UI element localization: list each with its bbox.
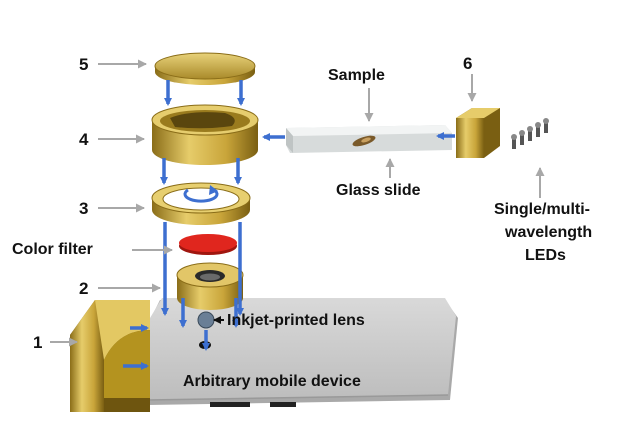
label-inkjet-printed-lens: Inkjet-printed lens: [227, 312, 365, 329]
led-array: [511, 118, 549, 149]
part-3-rotating-ring: [151, 182, 251, 225]
label-part-3: 3: [79, 199, 89, 218]
label-leds-line2: wavelength: [505, 224, 593, 241]
led-icon: [527, 126, 533, 141]
label-leds-line3: LEDs: [525, 247, 566, 264]
part-5-top-cap: [154, 52, 256, 85]
rotation-arrow-icon: [183, 188, 219, 203]
inkjet-printed-lens: [197, 311, 215, 329]
label-part-6: 6: [463, 54, 473, 73]
label-part-1: 1: [33, 333, 43, 352]
color-filter-disc: [179, 234, 237, 255]
part-6-led-holder: [456, 108, 500, 158]
label-leds-line1: Single/multi-: [494, 201, 590, 218]
label-pointers: [50, 59, 545, 347]
part-4-main-housing: [151, 104, 259, 165]
led-icon: [543, 118, 549, 133]
part-2-lens-holder: [176, 262, 244, 310]
label-part-5: 5: [79, 55, 89, 74]
label-sample: Sample: [328, 67, 385, 84]
mobile-device: [147, 298, 458, 407]
label-glass-slide: Glass slide: [336, 182, 421, 199]
part-1-side-holder: [70, 300, 150, 412]
label-part-4: 4: [79, 130, 89, 149]
led-icon: [511, 134, 517, 149]
led-icon: [535, 122, 541, 137]
device-button: [270, 402, 296, 407]
glass-slide: [286, 125, 452, 153]
label-color-filter: Color filter: [12, 241, 93, 258]
led-icon: [519, 130, 525, 145]
label-mobile-device: Arbitrary mobile device: [183, 373, 361, 390]
label-part-2: 2: [79, 279, 89, 298]
assembly-arrows: [123, 80, 455, 370]
device-button: [210, 402, 250, 407]
